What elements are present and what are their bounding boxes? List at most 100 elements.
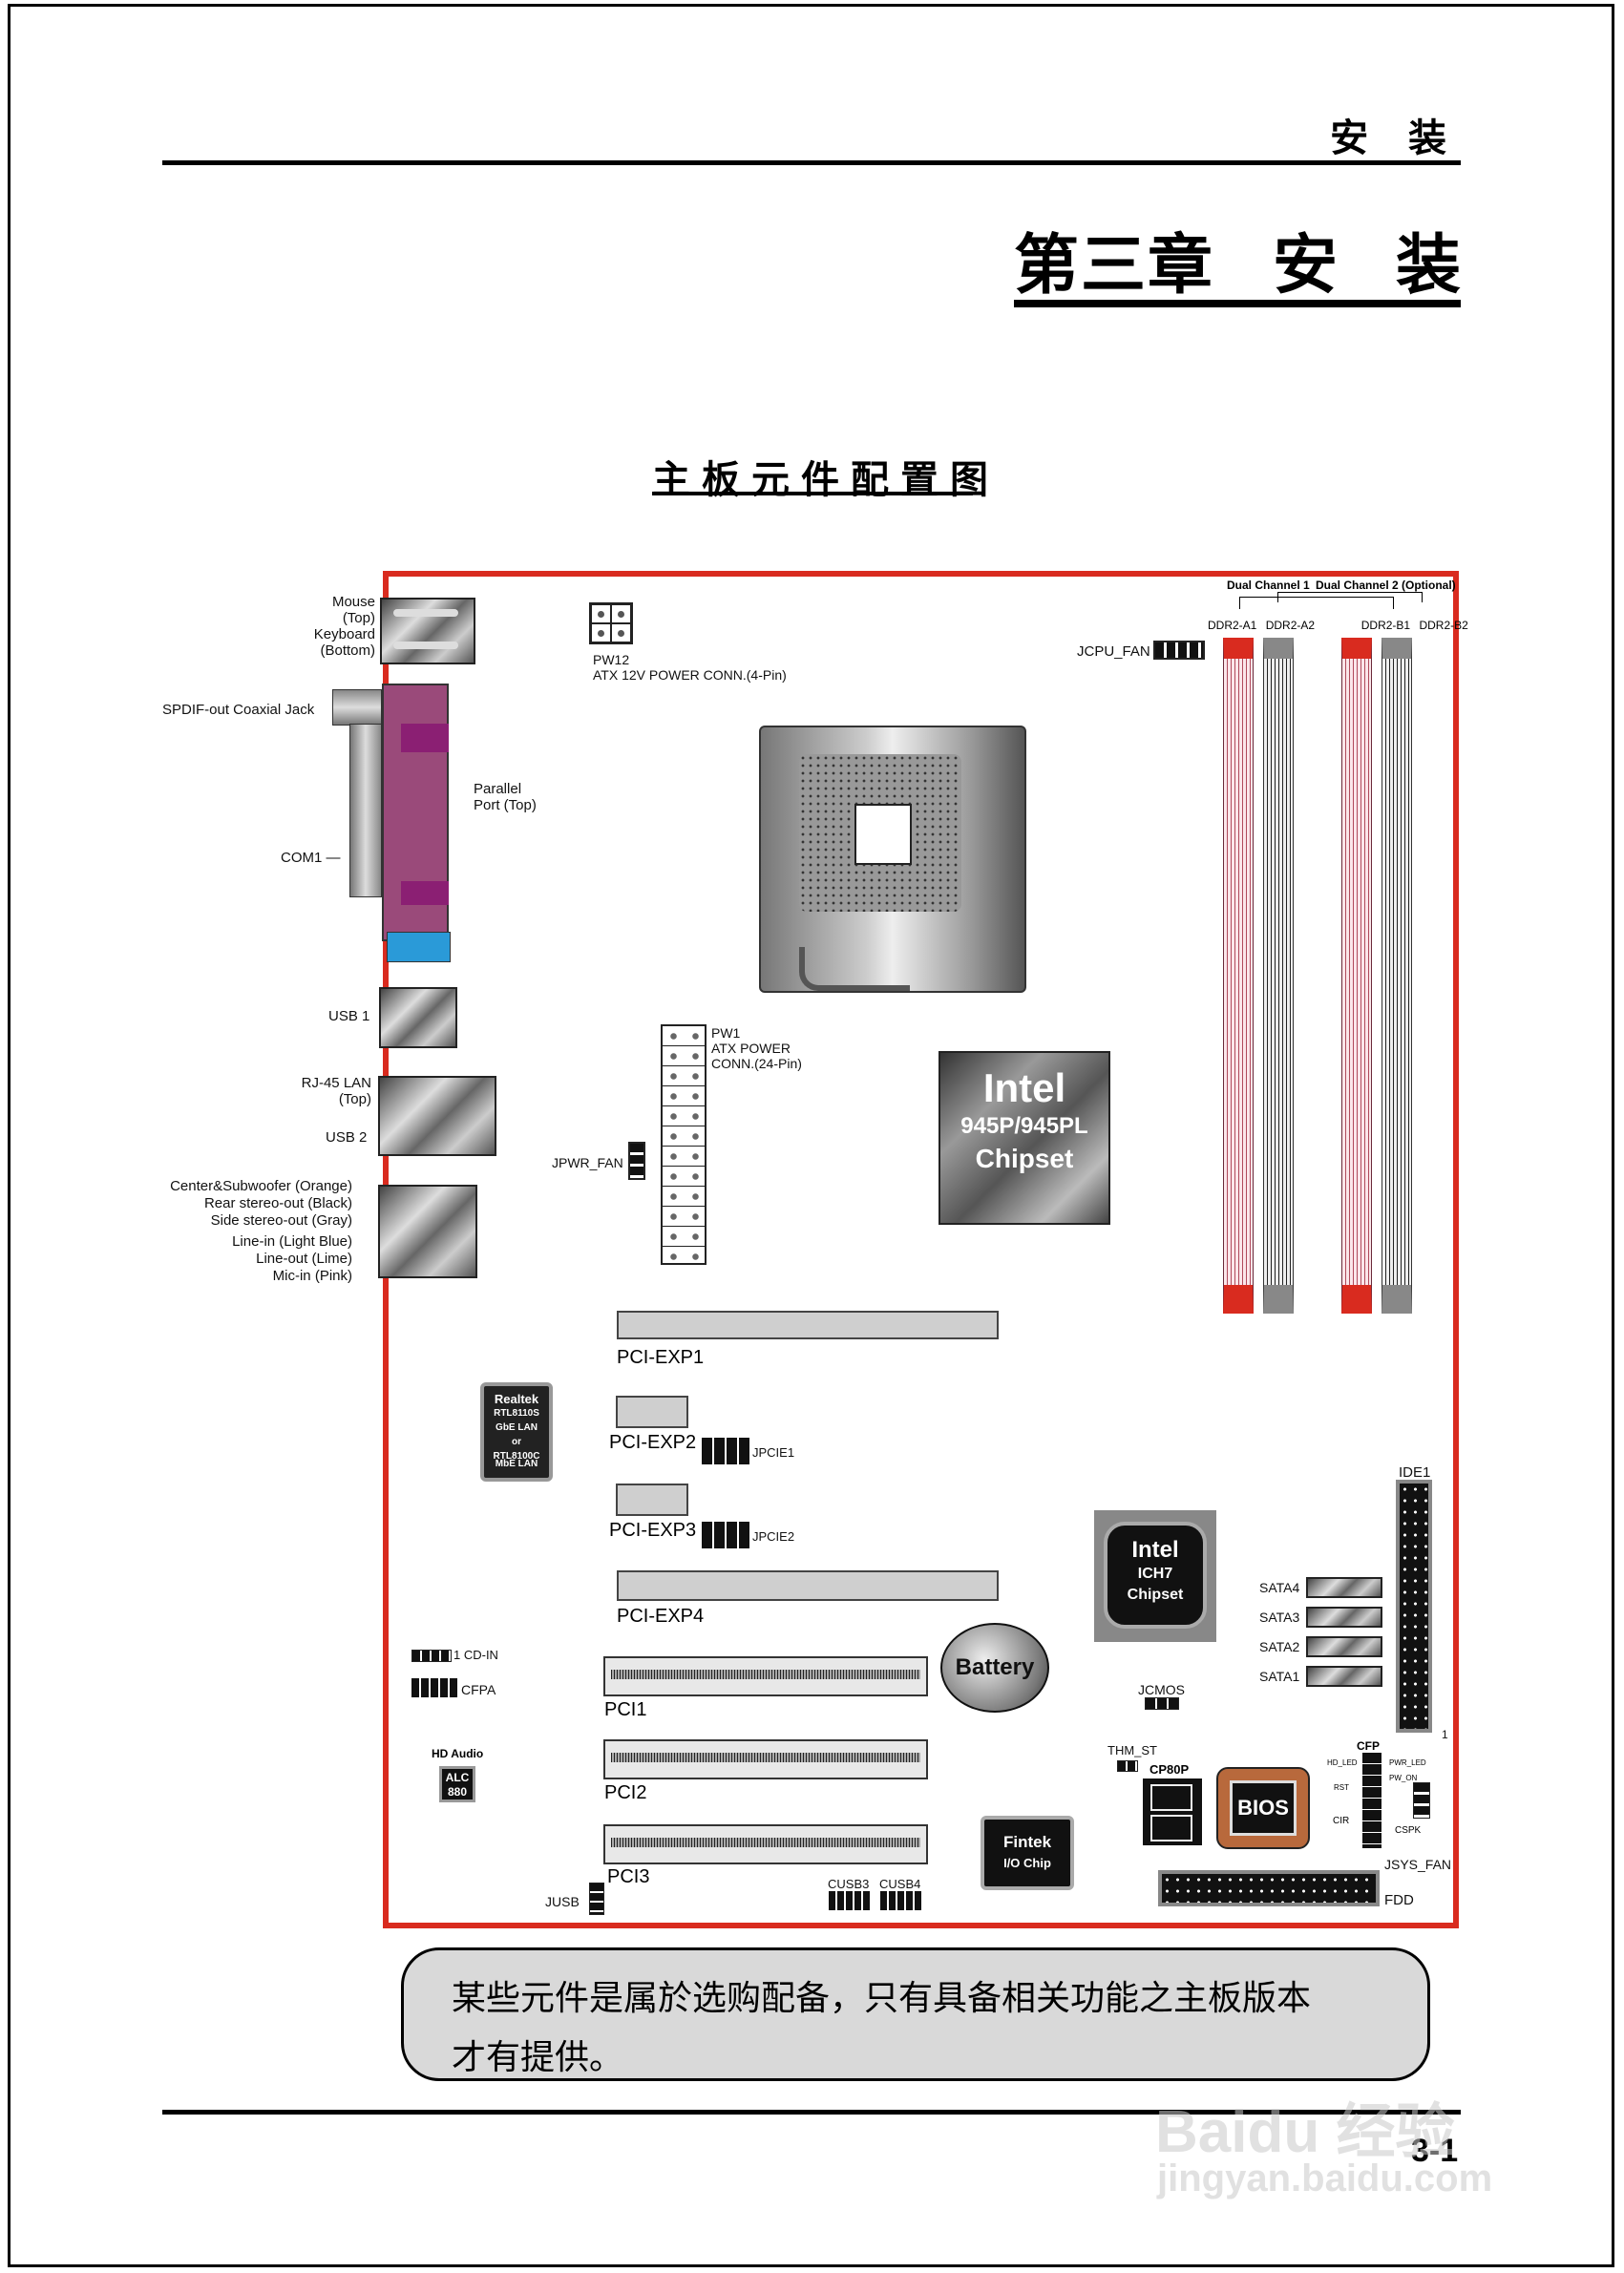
cd-in-header — [411, 1650, 452, 1662]
sata4-port[interactable] — [1306, 1577, 1382, 1598]
pcie1-label: PCI-EXP1 — [617, 1347, 705, 1368]
pcie-x16-slot-1[interactable] — [617, 1311, 999, 1339]
lan-pos-text: (Top) — [338, 1091, 371, 1107]
realtek-line1: RTL8110S — [494, 1408, 539, 1419]
pci-slot-2[interactable] — [603, 1739, 928, 1779]
note-line1: 某些元件是属於选购配备，只有具备相关功能之主板版本 — [452, 1979, 1312, 2018]
sata2-label: SATA2 — [1259, 1639, 1300, 1654]
com1-label: COM1 — — [281, 850, 341, 866]
watermark-cn: 经验 — [1336, 2099, 1455, 2165]
sb-model: ICH7 — [1137, 1566, 1173, 1582]
pw12-text: PW12 — [593, 652, 630, 667]
dimm-slot-ddr2-b2[interactable] — [1381, 638, 1412, 1314]
sata3-port[interactable] — [1306, 1607, 1382, 1628]
nb-type: Chipset — [975, 1144, 1074, 1173]
southbridge-chip: Intel ICH7 Chipset — [1094, 1510, 1216, 1642]
audio-label-side: Side stereo-out (Gray) — [210, 1212, 352, 1229]
bios-text: BIOS — [1230, 1780, 1297, 1836]
cfpa-header — [411, 1678, 459, 1697]
pcie2-label: PCI-EXP2 — [609, 1432, 697, 1453]
ide1-connector[interactable] — [1396, 1480, 1432, 1733]
diagram-title-rule — [652, 492, 973, 495]
cp80p-label: CP80P — [1149, 1762, 1190, 1777]
pci2-label: PCI2 — [604, 1782, 647, 1803]
ide1-label: IDE1 — [1399, 1464, 1431, 1481]
jpcie1-label: JPCIE1 — [752, 1445, 795, 1460]
jusb-label: JUSB — [545, 1894, 580, 1909]
cusb3-label: CUSB3 — [828, 1877, 870, 1891]
cusb3-header — [829, 1891, 871, 1910]
alc880-chip: ALC 880 — [439, 1766, 475, 1802]
alc-line2: 880 — [447, 1785, 468, 1799]
cspk-label: CSPK — [1395, 1825, 1422, 1836]
northbridge-chip: Intel 945P/945PL Chipset — [939, 1051, 1110, 1225]
ddr2-a1-label: DDR2-A1 — [1208, 619, 1257, 632]
page-frame — [8, 4, 1614, 2267]
chapter-title: 第三章 安 装 — [1014, 212, 1461, 306]
sata1-port[interactable] — [1306, 1666, 1382, 1687]
cusb4-header — [880, 1891, 922, 1910]
watermark-brand: Bai — [1155, 2099, 1248, 2165]
pcie-x1-slot-2[interactable] — [616, 1396, 688, 1428]
pcie-x1-slot-3[interactable] — [616, 1484, 688, 1516]
sata2-port[interactable] — [1306, 1636, 1382, 1657]
dual-channel-1-label: Dual Channel 1 — [1227, 579, 1310, 592]
realtek-line4: RTL8100C — [493, 1451, 540, 1462]
usb1-label: USB 1 — [328, 1008, 370, 1024]
com1-port — [349, 724, 382, 897]
chapter-prefix: 第三章 — [1014, 228, 1215, 304]
chapter-word1: 安 — [1272, 228, 1338, 304]
jsys-fan-label: JSYS_FAN — [1384, 1857, 1452, 1872]
keyboard-pos-text: (Bottom) — [320, 642, 375, 659]
pcie-x16-slot-4[interactable] — [617, 1570, 999, 1601]
cmos-battery: Battery — [940, 1623, 1049, 1713]
ps2-port — [380, 598, 475, 664]
cd-in-text: CD-IN — [463, 1648, 498, 1662]
ddr2-b1-label: DDR2-B1 — [1360, 619, 1411, 632]
pw1-desc1: ATX POWER — [711, 1041, 791, 1056]
audio-jack-labels: Center&Subwoofer (Orange) Rear stereo-ou… — [170, 1178, 352, 1285]
jcpu-fan-label: JCPU_FAN — [1077, 643, 1150, 660]
chapter-rule — [1014, 300, 1461, 307]
cfpa-label: CFPA — [461, 1682, 496, 1697]
thm-st-label: THM_ST — [1107, 1743, 1157, 1757]
chapter-word2: 装 — [1395, 228, 1461, 304]
pci-slot-1[interactable] — [603, 1656, 928, 1696]
parallel-text: Parallel — [474, 781, 522, 797]
thm-st-header — [1117, 1760, 1138, 1772]
realtek-line5: MbE LAN — [495, 1459, 538, 1469]
keyboard-text: Keyboard — [313, 626, 375, 642]
fdd-connector[interactable] — [1158, 1870, 1380, 1906]
dimm-slot-ddr2-b1[interactable] — [1341, 638, 1372, 1314]
hd-led-label: HD_LED — [1327, 1758, 1358, 1767]
mouse-label: Mouse (Top) Keyboard (Bottom) — [314, 594, 375, 659]
vga-port — [387, 932, 451, 962]
pwr-led-label: PWR_LED — [1389, 1758, 1426, 1767]
dual-channel-2-label: Dual Channel 2 (Optional) — [1316, 579, 1456, 592]
hd-audio-label: HD Audio — [432, 1747, 484, 1760]
note-line2: 才有提供。 — [452, 2038, 624, 2077]
pw12-connector — [589, 602, 633, 644]
jpcie2-header — [702, 1522, 749, 1548]
bios-chip: BIOS — [1216, 1767, 1310, 1849]
fintek-brand: Fintek — [1002, 1833, 1052, 1851]
jcmos-jumper[interactable] — [1145, 1697, 1179, 1710]
dimm-slot-ddr2-a1[interactable] — [1223, 638, 1254, 1314]
lan-text: RJ-45 LAN — [301, 1075, 371, 1091]
jpcie2-label: JPCIE2 — [752, 1529, 795, 1544]
parallel-label: Parallel Port (Top) — [474, 781, 537, 813]
pci-slot-3[interactable] — [603, 1824, 928, 1864]
pw-on-label: PW_ON — [1389, 1774, 1418, 1782]
dimm-slot-ddr2-a2[interactable] — [1263, 638, 1294, 1314]
channel2-bracket — [1277, 592, 1423, 602]
realtek-line2: GbE LAN — [496, 1422, 538, 1433]
cpu-socket — [759, 726, 1026, 993]
realtek-line3: or — [512, 1437, 521, 1447]
jpwr-fan-header — [628, 1142, 645, 1180]
audio-label-linein: Line-in (Light Blue) — [232, 1233, 352, 1250]
pw1-24pin-connector — [661, 1024, 707, 1265]
cir-label: CIR — [1333, 1816, 1350, 1826]
sata3-label: SATA3 — [1259, 1610, 1300, 1625]
pw1-desc2: CONN.(24-Pin) — [711, 1056, 802, 1071]
usb2-label: USB 2 — [326, 1129, 368, 1146]
